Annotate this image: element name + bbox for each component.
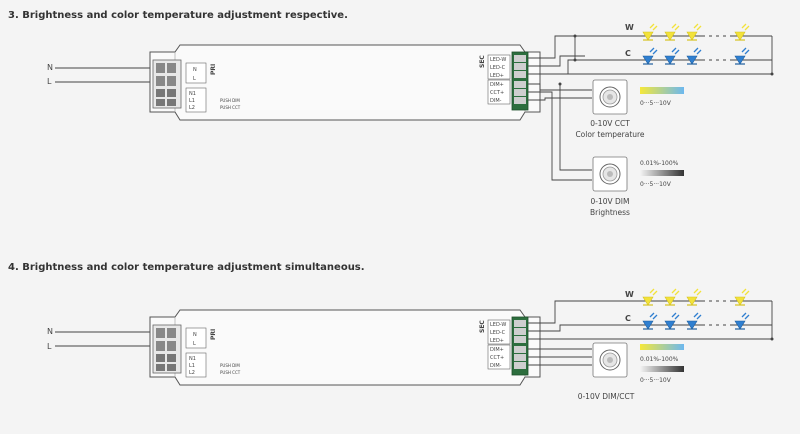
combo-title: 0-10V DIM/CCT [578,392,635,401]
warm-led-icon [664,288,680,306]
combo-percent: 0.01%-100% [640,356,679,363]
pri-terminal-l: L [193,341,196,347]
warm-led-icon [642,288,658,306]
channel-w-label: W [625,23,634,32]
ctrl-terminal-dimminus: DIM- [490,363,502,369]
input-n-label: N [47,327,53,336]
ctrl-terminal-dimminus: DIM- [490,98,502,104]
ctrl-terminal-dimplus: DIM+ [490,347,504,353]
channel-w-label: W [625,290,634,299]
warm-led-icon [664,23,680,41]
warm-led-icon [686,288,702,306]
dim-title: 0-10V DIM [591,197,630,206]
channel-c-label: C [625,314,631,323]
driver-body: N L PRI N1 L1 L2 PUSH DIM PUSH CCT SEC L… [149,309,541,386]
cct-gradient-bar [640,87,684,94]
cct-scale: 0···5···10V [640,100,672,107]
pri-label: PRI [210,64,217,75]
sec-terminal-ledw: LED-W [490,322,506,328]
rotary-knob-icon [599,86,621,108]
sec-label: SEC [479,320,486,333]
pri-label: PRI [210,329,217,340]
ctrl-terminal-cctplus: CCT+ [490,355,504,361]
ctrl-terminal-cctplus: CCT+ [490,90,504,96]
cold-led-icon [642,312,658,330]
ctrl-terminal-dimplus: DIM+ [490,82,504,88]
cold-led-icon [642,47,658,65]
cct-title: 0-10V CCT [590,119,630,128]
sec-terminal-ledc: LED-C [490,65,506,71]
sec-terminal-ledplus: LED+ [490,338,504,344]
push-terminal-l1: L1 [189,98,195,104]
cold-led-icon [686,312,702,330]
cold-led-icon [734,47,750,65]
cct-subtitle: Color temperature [575,130,644,139]
dim-scale: 0···5···10V [640,181,672,188]
sec-label: SEC [479,55,486,68]
push-terminal-n1: N1 [189,356,196,362]
push-terminal-n1: N1 [189,91,196,97]
warm-led-icon [734,23,750,41]
dim-subtitle: Brightness [590,208,630,217]
combo-scale: 0···5···10V [640,377,672,384]
input-l-label: L [47,77,52,86]
cct-gradient-bar [640,344,684,350]
warm-led-icon [734,288,750,306]
rotary-knob-icon [599,349,621,371]
channel-c-label: C [625,49,631,58]
cold-led-icon [686,47,702,65]
section4-diagram: N L N L PRI N1 L1 L2 PUSH DIM PUSH CCT S… [47,288,774,401]
cold-led-icon [664,47,680,65]
input-l-label: L [47,342,52,351]
cct-controller: 0···5···10V 0-10V CCT Color temperature [575,79,684,139]
driver-body: N L PRI N1 L1 L2 PUSH DIM PUSH CCT SEC L… [149,44,541,121]
dim-percent: 0.01%-100% [640,160,679,167]
rotary-knob-icon [599,163,621,185]
push-dim-label: PUSH DIM [220,363,240,368]
push-cct-label: PUSH CCT [220,105,241,110]
dim-gradient-bar [640,170,684,176]
input-n-label: N [47,63,53,72]
dim-gradient-bar [640,366,684,372]
sec-terminal-ledplus: LED+ [490,73,504,79]
warm-led-icon [686,23,702,41]
dim-cct-controller: 0.01%-100% 0···5···10V 0-10V DIM/CCT [578,342,684,401]
sec-terminal-ledc: LED-C [490,330,506,336]
warm-led-icon [642,23,658,41]
push-dim-label: PUSH DIM [220,98,240,103]
section4-heading: 4. Brightness and color temperature adju… [8,262,365,273]
push-terminal-l1: L1 [189,363,195,369]
cold-led-icon [664,312,680,330]
push-cct-label: PUSH CCT [220,370,241,375]
section3-diagram: N L N L PRI N1 L1 L2 PUSH DIM PUSH CCT [47,23,774,217]
pri-terminal-n: N [193,67,197,73]
pri-terminal-n: N [193,332,197,338]
sec-terminal-ledw: LED-W [490,57,506,63]
push-terminal-l2: L2 [189,370,195,376]
section3-heading: 3. Brightness and color temperature adju… [8,10,348,21]
cold-led-icon [734,312,750,330]
push-terminal-l2: L2 [189,105,195,111]
pri-terminal-l: L [193,76,196,82]
dim-controller: 0.01%-100% 0···5···10V 0-10V DIM Brightn… [590,156,684,217]
